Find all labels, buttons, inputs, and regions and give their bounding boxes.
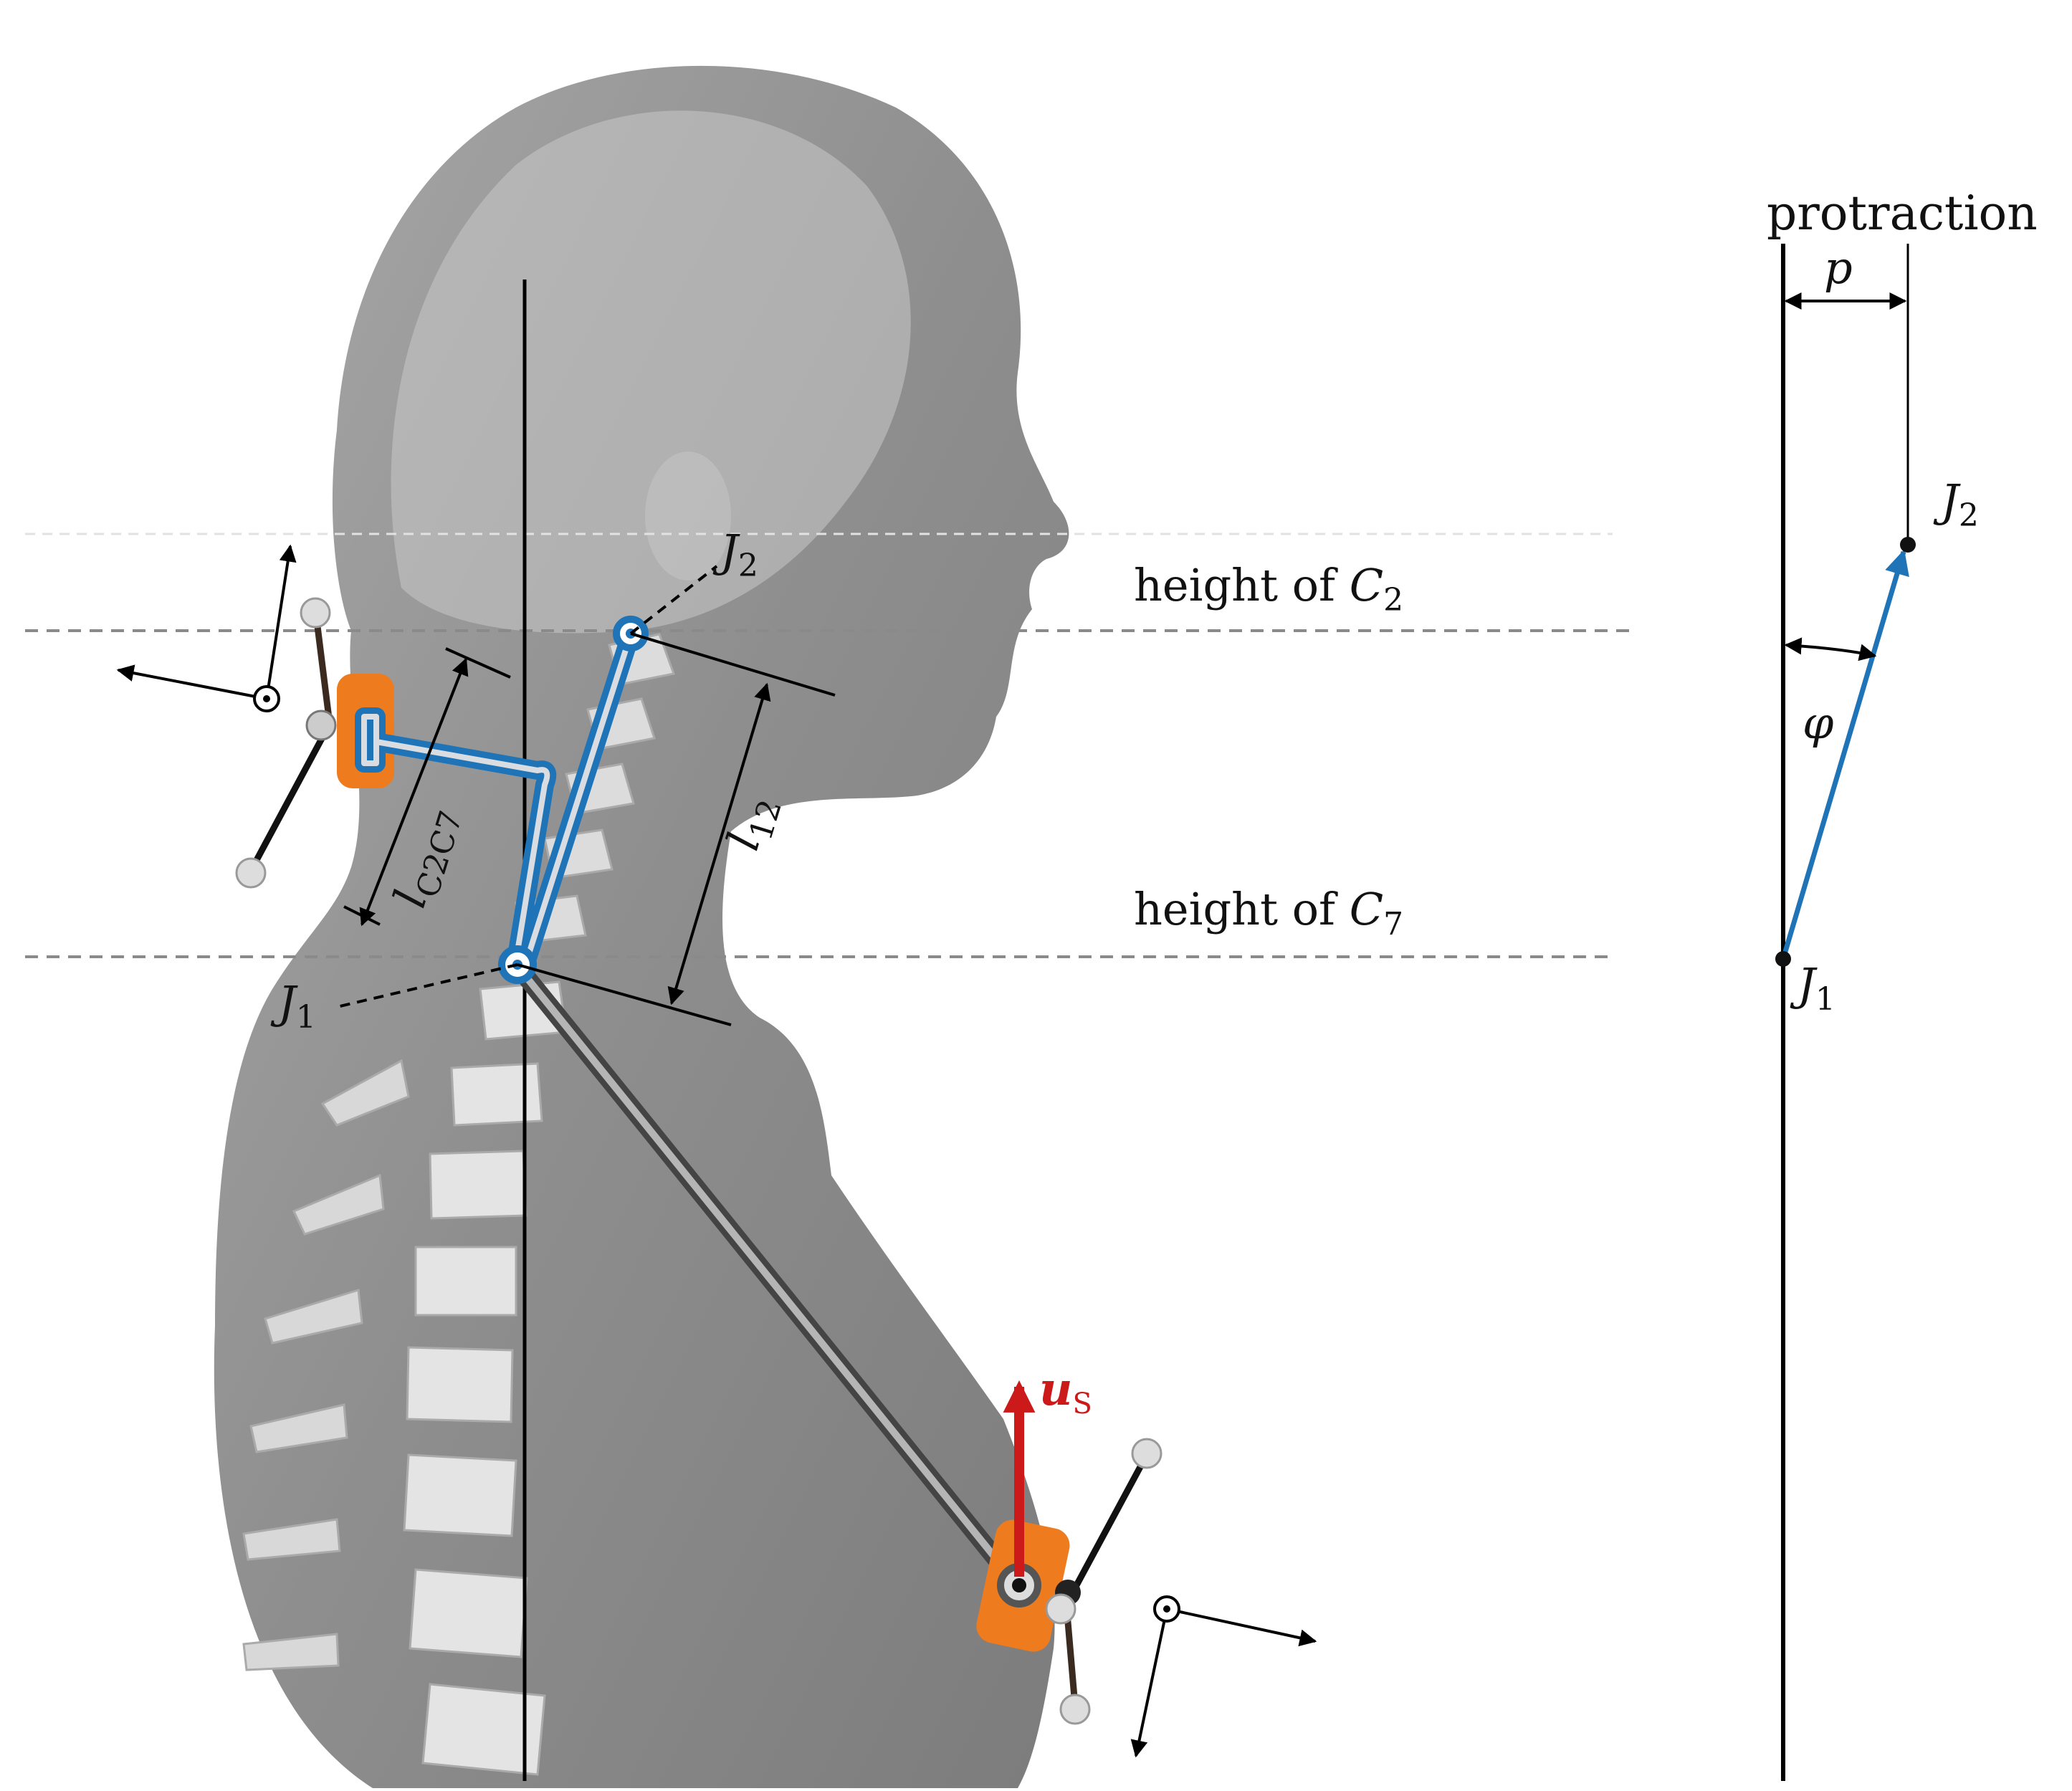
spinous-process bbox=[242, 1633, 340, 1671]
marker-ball bbox=[1131, 1438, 1162, 1469]
schematic-j1-point bbox=[1775, 951, 1791, 967]
vertebra bbox=[414, 1246, 517, 1317]
l12-dimension bbox=[517, 632, 836, 1026]
link-vector bbox=[1780, 549, 1909, 960]
spine bbox=[242, 633, 676, 1776]
sternum-marker-cluster bbox=[1045, 1438, 1162, 1725]
marker-ball bbox=[235, 857, 267, 889]
lc2c7-dimension bbox=[343, 647, 511, 927]
joint-sternum-dot bbox=[1012, 1578, 1026, 1592]
left-coordinate-frame bbox=[116, 544, 297, 712]
vertebra bbox=[406, 1346, 514, 1423]
spinous-process bbox=[249, 1403, 348, 1453]
marker-ball bbox=[1045, 1593, 1076, 1625]
spinous-process bbox=[320, 1059, 410, 1127]
skull bbox=[391, 110, 911, 634]
schematic-j2-point bbox=[1900, 537, 1916, 553]
protraction-label: protraction bbox=[1767, 186, 2038, 241]
us-label: uS bbox=[1039, 1362, 1092, 1420]
schematic-j2-label: J2 bbox=[1933, 474, 1979, 534]
vertebra bbox=[409, 1568, 528, 1658]
vertebra bbox=[450, 1062, 543, 1127]
schematic-j1-label: J1 bbox=[1790, 958, 1835, 1018]
sternum-link bbox=[508, 957, 1026, 1593]
human-silhouette bbox=[214, 65, 1069, 1789]
j2-leader bbox=[629, 565, 718, 635]
spinous-process bbox=[264, 1289, 363, 1345]
marker-ball bbox=[1059, 1694, 1091, 1725]
height-c2-label: height of C2 bbox=[1134, 559, 1403, 619]
protraction-schematic: protraction p φ J2 J1 bbox=[1767, 186, 2038, 1781]
spinous-process bbox=[292, 1173, 385, 1236]
vertebra bbox=[421, 1683, 546, 1776]
marker-ball bbox=[300, 597, 331, 629]
sternum-coordinate-frame bbox=[1130, 1595, 1317, 1758]
vertebra bbox=[403, 1453, 517, 1537]
left-marker-cluster bbox=[235, 597, 337, 889]
height-c7-label: height of C7 bbox=[1134, 883, 1403, 942]
j1-leader bbox=[336, 963, 518, 1008]
phi-label: φ bbox=[1803, 697, 1834, 749]
p-label: p bbox=[1824, 242, 1853, 294]
marker-ball bbox=[305, 710, 337, 741]
vertebra bbox=[429, 1150, 527, 1220]
spinous-process bbox=[242, 1518, 341, 1561]
phi-arc-arrow bbox=[1784, 637, 1877, 662]
